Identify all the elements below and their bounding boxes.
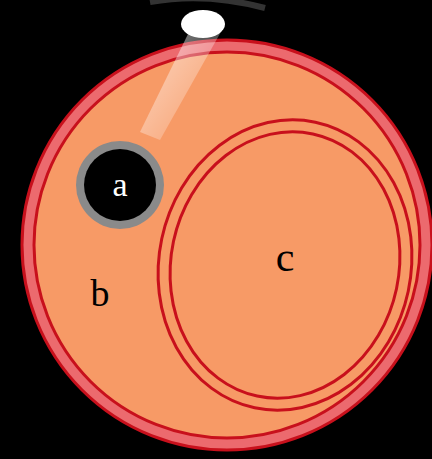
part-label: a (112, 168, 127, 202)
dark-granule: a (75, 140, 165, 230)
inner-ellipse: c (155, 115, 415, 415)
cell-body-outline (20, 38, 432, 452)
part-label: c (276, 236, 295, 278)
cell-body: b a c (20, 38, 432, 452)
part-label: b (91, 274, 110, 312)
